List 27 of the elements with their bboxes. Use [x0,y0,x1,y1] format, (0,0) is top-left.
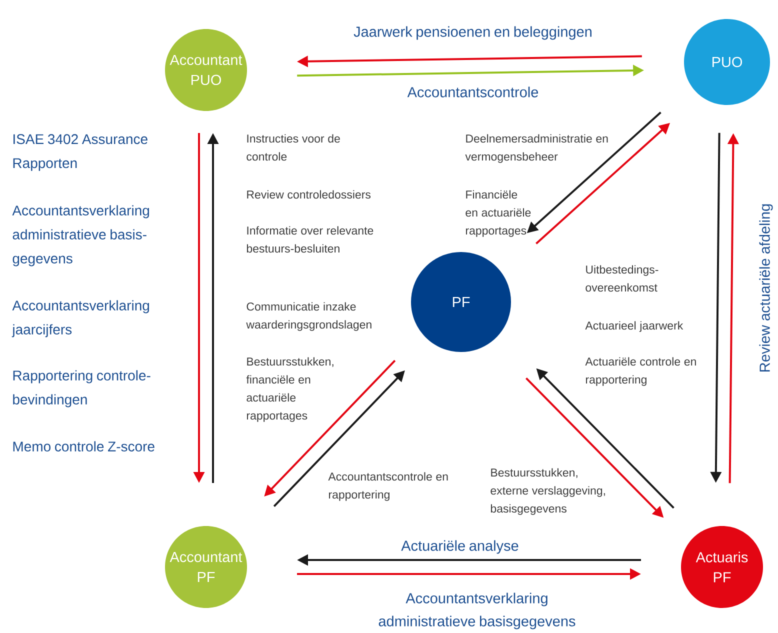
circle-node: Accountant PUO [165,29,247,111]
label: Instructies voor de controle [246,134,340,161]
label: Rapportering controle-bevindingen [13,370,150,408]
label: Actuarieel jaarwerk [585,321,684,332]
edge-label: Accountantscontrole [407,86,538,98]
label: Accountantsverklaring jaarcijfers [12,300,150,338]
circle-node: PUO [684,19,770,105]
circle-node: Accountant PF [165,526,247,608]
label: Accountantscontrole en rapportering [328,472,448,501]
edge-label: Accountantsverklaring administratieve basisgegevens [378,592,576,630]
label: Memo controle Z-score [13,441,154,452]
circle-node: PF [411,252,511,352]
edge-label: Actuariële analyse [401,540,518,554]
label: Uitbestedings-overeenkomst [586,265,658,292]
label: Bestuursstukken, externe verslaggeving, basisgegevens [490,468,605,515]
label: Informatie over relevante bestuurs-besluiten [246,226,374,253]
edge-label: Jaarwerk pensioenen en beleggingen [354,26,592,40]
label: Communicatie inzake waarderingsgrondslagen [246,302,372,331]
label: ISAE 3402 Assurance Rapporten [13,134,148,171]
label: Deelnemersadministratie en vermogensbeheer [465,134,608,163]
label: Financiële en actuariële rapportages [466,190,531,237]
label: Review actuariële afdeling [759,204,773,372]
label: Actuariële controle en rapportering [585,357,696,386]
label: Review controledossiers [247,190,371,199]
label: Bestuursstukken, financiële en actuariële rapportages [246,357,334,422]
circle-node: Actuaris PF [681,526,763,608]
label: Accountantsverklaring administratieve basis-gegevens [12,205,150,266]
